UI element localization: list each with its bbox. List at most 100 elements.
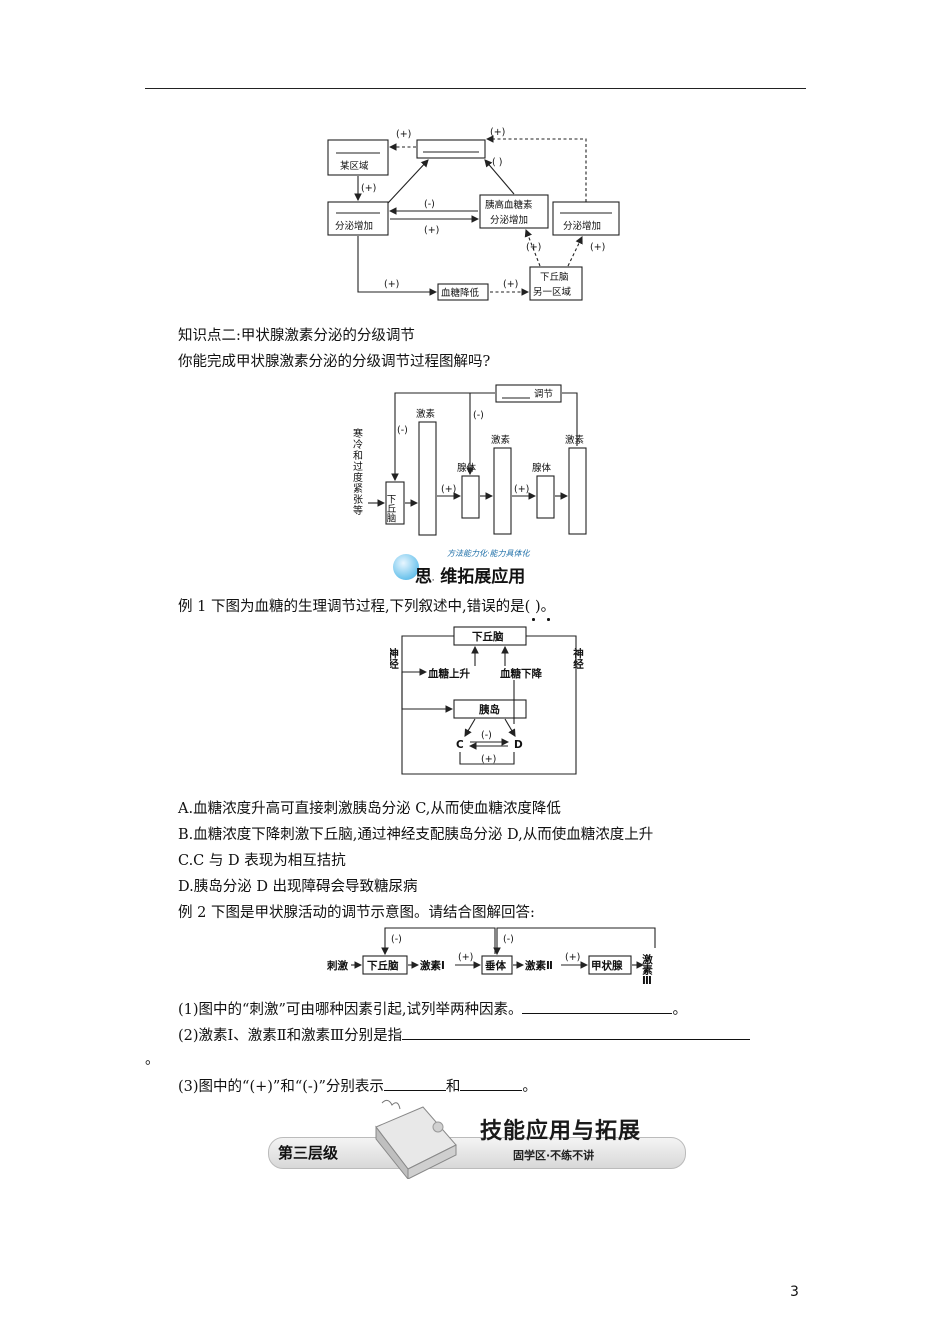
svg-text:激素: 激素 [491,434,511,446]
box-top-blank [416,139,486,159]
example2-stem: 例 2 下图是甲状腺活动的调节示意图。请结合图解回答: [178,905,535,921]
bar-hormone-1 [418,421,437,536]
svg-text:腺体: 腺体 [532,462,552,474]
label-secretion-left: 分泌增加 [335,220,373,232]
bar-hormone-3 [568,447,587,535]
svg-text:刺激: 刺激 [326,959,348,972]
box-pituitary [481,955,513,975]
label-cold: 寒冷和过度紧张等 [351,427,363,516]
answer-blank-2[interactable] [402,1025,751,1040]
svg-text:激素Ⅰ: 激素Ⅰ [420,959,445,972]
label-secretion-right: 分泌增加 [563,220,601,232]
box-glucose-down [437,283,489,301]
question-3: (3)图中的“(+)”和“(-)”分别表示和。 [178,1076,537,1097]
svg-text:D: D [514,739,523,751]
svg-text:(+): (+) [514,484,529,495]
emphasis-dot [532,618,535,621]
answer-blank-3b[interactable] [460,1076,523,1091]
bubble-icon [393,554,419,580]
label-hypo-2: 另一区域 [533,286,572,298]
answer-blank-1[interactable] [522,999,673,1014]
svg-text:(-): (-) [424,199,435,210]
svg-text:(-): (-) [397,425,408,436]
box-glucagon [479,194,549,229]
svg-text:(+): (+) [565,952,580,963]
banner-title: 技能应用与拓展 [480,1119,642,1144]
svg-text:(-): (-) [473,410,484,421]
box-thyroid [588,955,632,975]
box-hypothalamus [385,481,405,525]
box-gland-1 [461,475,480,519]
svg-text:(-): (-) [503,934,514,945]
example1-stem: 例 1 下图为血糖的生理调节过程,下列叙述中,错误的是( )。 [178,599,556,615]
question-1: (1)图中的“刺激”可由哪种因素引起,试列举两种因素。。 [178,999,687,1020]
banner-small: 方法能力化·能力具体化 [447,549,530,558]
svg-text:下丘脑: 下丘脑 [367,959,399,972]
svg-text:甲状腺: 甲状腺 [591,959,623,972]
diagram-islet: 下丘脑 神经 神经 血糖上升 血糖下降 胰岛 C D (-) (+) [390,626,584,775]
svg-text:C: C [456,739,464,751]
answer-blank-3a[interactable] [383,1076,446,1091]
label-glucagon-2: 分泌增加 [490,214,528,226]
section-title: 知识点二:甲状腺激素分泌的分级调节 [178,328,415,344]
svg-text:下丘脑: 下丘脑 [472,630,504,643]
question-2-end: 。 [145,1052,160,1068]
question-2: (2)激素Ⅰ、激素Ⅱ和激素Ⅲ分别是指 [178,1025,751,1046]
svg-text:激素: 激素 [565,434,585,446]
svg-text:(+): (+) [396,129,411,140]
svg-text:激素: 激素 [416,408,436,420]
svg-text:(+): (+) [441,484,456,495]
svg-text:(+): (+) [490,127,505,138]
svg-text:(+): (+) [526,242,541,253]
svg-text:血糖下降: 血糖下降 [500,667,542,680]
svg-text:( ): ( ) [492,157,502,168]
svg-text:(+): (+) [424,225,439,236]
svg-text:(+): (+) [458,952,473,963]
svg-text:调节: 调节 [534,389,553,400]
option-a: A.血糖浓度升高可直接刺激胰岛分泌 C,从而使血糖浓度降低 [178,801,561,817]
header-rule [145,88,806,89]
banner-title-char: 思 [415,567,432,587]
banner-title-rest: 维拓展应用 [440,567,526,587]
box-region [327,139,389,176]
svg-text:(-): (-) [391,934,402,945]
label-hypo-1: 下丘脑 [540,271,569,283]
diagram-thyroid-hierarchy: 寒冷和过度紧张等 下丘脑 激素 (+) 腺体 激素 (+) 腺体 激素 调节 (… [351,384,587,536]
box-hypothalamus [362,955,408,975]
emphasis-dot [547,618,550,621]
diagram-glucose-regulation: 某区域 分泌增加 胰高血糖素 分泌增加 分泌增加 血糖降低 下丘脑 另一区域 (… [327,127,620,301]
svg-text:血糖上升: 血糖上升 [428,667,470,680]
banner-subtitle: 固学区·不练不讲 [513,1149,595,1162]
page-number: 3 [790,1284,799,1300]
banner-bar [268,1137,686,1169]
svg-text:(+): (+) [590,242,605,253]
svg-text:(+): (+) [384,279,399,290]
book-icon [375,1099,457,1179]
banner-skill: 第三层级 技能应用与拓展 固学区·不练不讲 [268,1097,686,1179]
svg-text:(-): (-) [481,730,492,741]
svg-text:(+): (+) [481,754,496,765]
option-b: B.血糖浓度下降刺激下丘脑,通过神经支配胰岛分泌 D,从而使血糖浓度上升 [178,827,654,843]
box-hypothalamus-other [529,266,583,301]
svg-text:垂体: 垂体 [485,959,506,972]
svg-text:(+): (+) [361,183,376,194]
label-glucose-down: 血糖降低 [441,287,480,299]
section-question: 你能完成甲状腺激素分泌的分级调节过程图解吗? [178,354,491,370]
box-islet [453,699,527,719]
box-gland-2 [536,475,555,519]
emphasis: 错误 [466,599,496,615]
box-secretion-right [552,201,620,236]
svg-text:腺体: 腺体 [457,462,477,474]
svg-text:激素Ⅲ: 激素Ⅲ [641,953,653,986]
svg-text:神经: 神经 [572,647,584,669]
label-glucagon-1: 胰高血糖素 [485,199,533,211]
label-region: 某区域 [340,160,369,172]
svg-text:激素Ⅱ: 激素Ⅱ [525,959,553,972]
svg-text:下丘脑: 下丘脑 [385,494,397,523]
option-c: C.C 与 D 表现为相互拮抗 [178,853,346,869]
bar-hormone-2 [493,447,512,535]
svg-text:神经: 神经 [390,647,399,669]
banner-level: 第三层级 [278,1144,339,1162]
diagram-thyroid-chain: 刺激 下丘脑 激素Ⅰ (+) 垂体 激素Ⅱ (+) 甲状腺 激素Ⅲ (-) (-… [326,927,656,986]
box-secretion-left [327,201,389,236]
